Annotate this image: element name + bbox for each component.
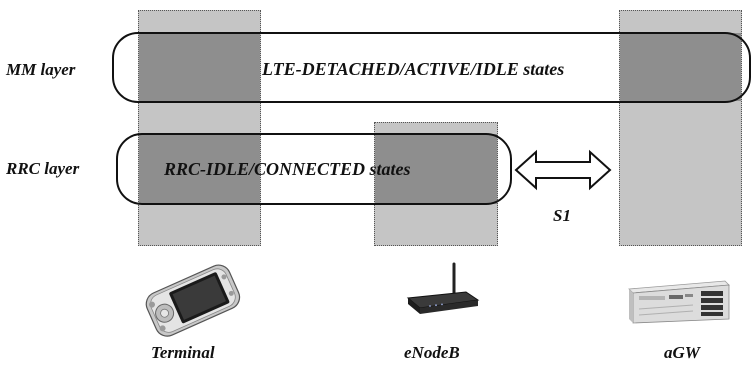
- agw-mm-overlap: [620, 33, 741, 101]
- mm-states-label: LTE-DETACHED/ACTIVE/IDLE states: [262, 59, 565, 79]
- router-icon: [406, 262, 480, 314]
- enodeb-label: eNodeB: [404, 343, 460, 362]
- terminal-label: Terminal: [151, 343, 215, 362]
- s1-interface-label: S1: [553, 206, 571, 225]
- mm-layer-label: MM layer: [6, 60, 76, 79]
- enodeb-rrc-overlap: [375, 134, 497, 204]
- server-icon: [628, 280, 730, 324]
- agw-label: aGW: [664, 343, 700, 362]
- rrc-states-label: RRC-IDLE/CONNECTED states: [164, 159, 411, 179]
- rrc-layer-box: [116, 133, 512, 205]
- terminal-mm-overlap: [139, 33, 260, 101]
- mobile-phone-icon: [145, 264, 241, 337]
- rrc-layer-label: RRC layer: [6, 159, 80, 178]
- mm-layer-box: [112, 32, 751, 103]
- terminal-rrc-overlap: [139, 134, 260, 204]
- s1-double-arrow: [514, 149, 612, 191]
